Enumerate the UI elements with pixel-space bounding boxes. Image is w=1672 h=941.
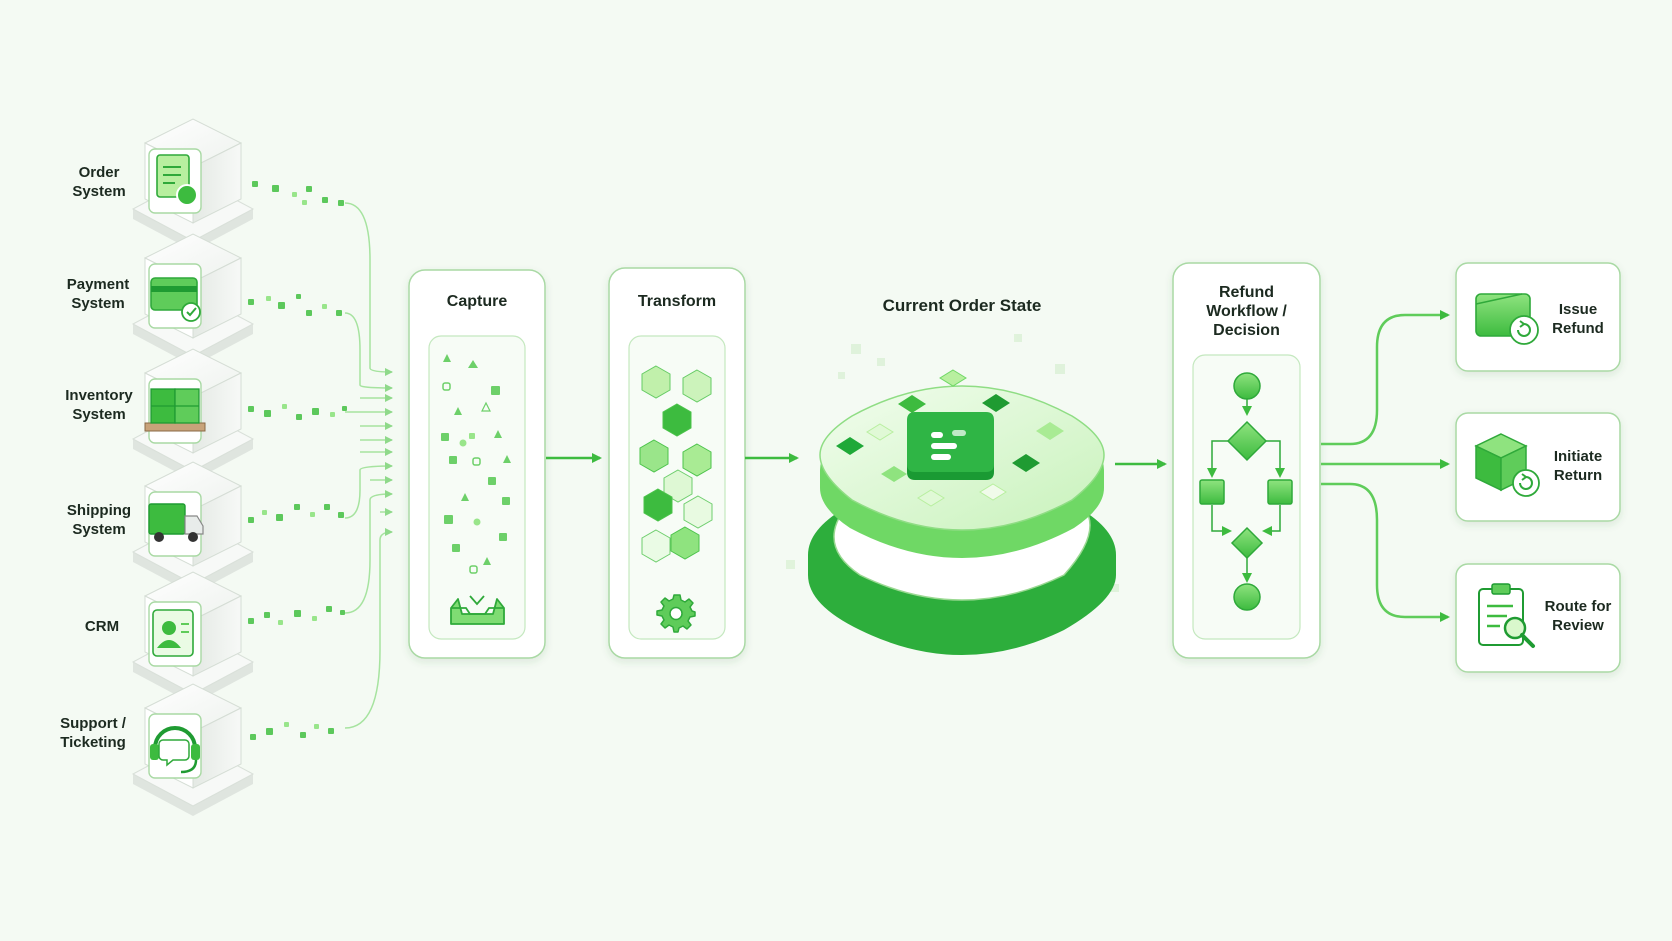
- outcome-cards: [1455, 262, 1621, 673]
- wallet-refund-icon: [1475, 293, 1539, 345]
- flowchart-icon: [1207, 398, 1285, 583]
- payment-card-check-icon: [150, 277, 201, 322]
- clipboard-magnifier-icon: [1478, 583, 1535, 648]
- order-state-title: Current Order State: [882, 296, 1042, 315]
- source-cube-2[interactable]: [131, 348, 255, 481]
- source-cube-3[interactable]: [131, 461, 255, 594]
- outcome-card-issue-refund[interactable]: [1455, 262, 1621, 372]
- capture-title: Capture: [446, 293, 508, 310]
- decision-panel: [1172, 262, 1321, 659]
- transform-hex-blocks: [639, 365, 713, 563]
- data-particle-streams: [248, 181, 347, 740]
- platform-core-tile: [907, 412, 994, 480]
- shipping-truck-icon: [148, 503, 204, 542]
- source-label-support: Support /Ticketing: [60, 715, 126, 751]
- source-connectors: [344, 202, 393, 729]
- source-cube-4[interactable]: [131, 571, 255, 704]
- inventory-boxes-pallet-icon: [144, 388, 206, 432]
- output-branches: [1321, 310, 1450, 622]
- order-document-cart-icon: [156, 154, 198, 206]
- source-cube-1[interactable]: [131, 233, 255, 366]
- platform-tiles: [836, 369, 1064, 507]
- order-state-platform-icon: [786, 334, 1119, 655]
- flowchart-nodes: [1199, 372, 1293, 611]
- source-label-crm: CRM: [84, 618, 120, 635]
- source-cube-0[interactable]: [131, 118, 255, 251]
- gear-icon: [656, 594, 696, 633]
- support-headset-icon: [150, 726, 200, 774]
- capture-panel: [408, 269, 546, 659]
- transform-panel: [608, 267, 746, 659]
- package-return-icon: [1474, 433, 1540, 497]
- source-cubes: [131, 118, 255, 816]
- crm-contact-card-icon: [152, 609, 194, 657]
- inbox-tray-icon: [450, 595, 505, 625]
- transform-title: Transform: [637, 293, 717, 310]
- source-cube-5[interactable]: [131, 683, 255, 816]
- capture-particles: [441, 354, 511, 574]
